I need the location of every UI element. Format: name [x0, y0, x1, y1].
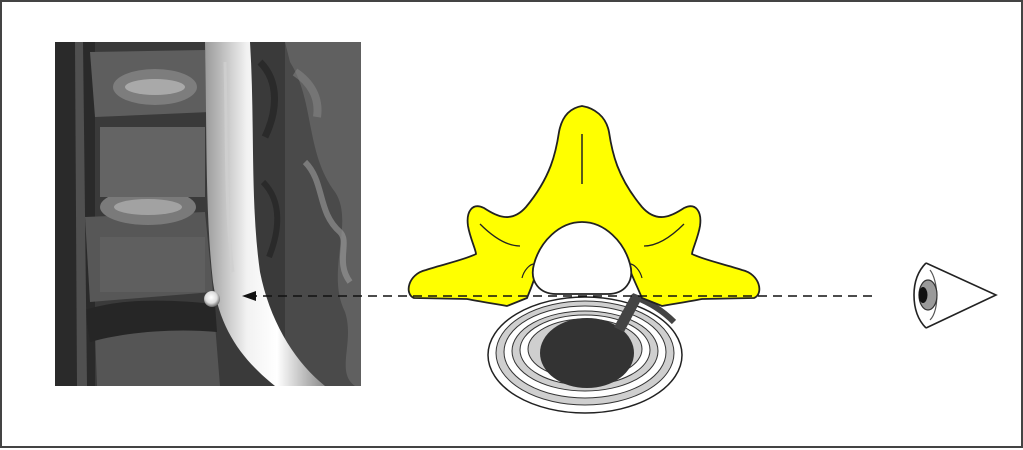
- vertebra-axial: [409, 106, 760, 306]
- disc-axial: [488, 294, 682, 413]
- eye-icon: [914, 263, 996, 328]
